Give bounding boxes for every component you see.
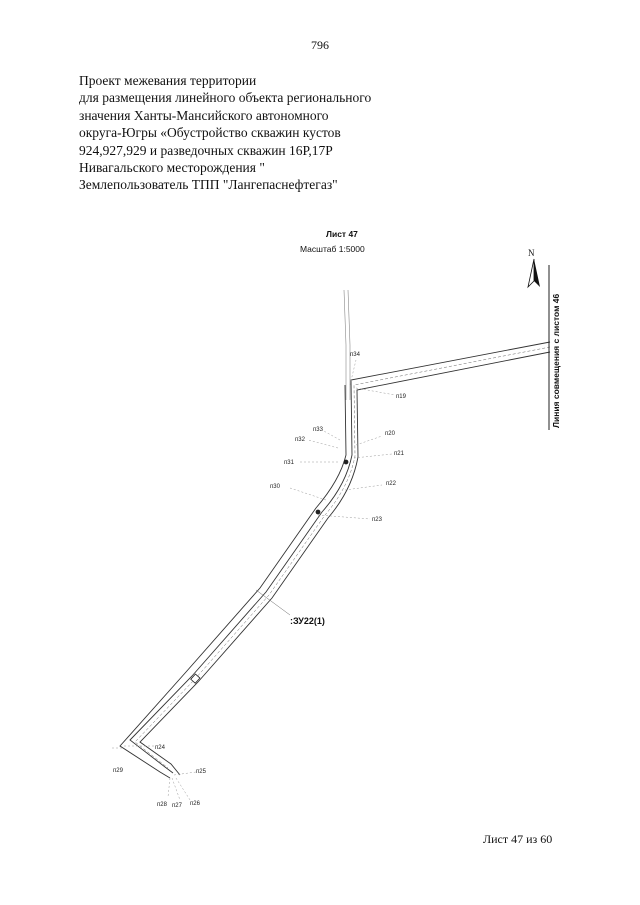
point-label: п27 [172,803,183,809]
point-label: п25 [196,769,207,775]
sheet-label: Лист 47 [326,229,358,239]
point-label: п21 [394,451,405,457]
leader-lines [112,359,396,801]
point-label: п33 [313,427,324,433]
matchline: Линия совмещения с листом 46 [548,265,561,430]
sheet-footer: Лист 47 из 60 [483,832,553,846]
corridor-centerline [134,346,551,769]
point-label: п24 [155,745,166,751]
title-line: для размещения линейного объекта региона… [79,90,372,106]
point-label: п19 [396,394,407,400]
page-number: 796 [311,38,329,52]
scale-label: Масштаб 1:5000 [300,244,365,254]
point-label: п29 [113,768,124,774]
point-label: п20 [385,431,396,437]
title-line: Нивагальского месторождения " [79,160,265,176]
title-line: значения Ханты-Мансийского автономного [79,107,329,123]
title-line: округа-Югры «Обустройство скважин кустов [79,125,341,141]
matchline-label: Линия совмещения с листом 46 [551,294,561,428]
point-label: п28 [157,802,168,808]
point-label: п31 [284,460,295,466]
parcel-leader-line [255,589,291,616]
point-label: п34 [350,352,361,358]
title-line: Проект межевания территории [79,73,257,88]
title-line: 924,927,929 и разведочных скважин 16Р,17… [79,142,333,158]
north-arrow-icon: N [527,248,540,289]
point-label: п22 [386,481,397,487]
crossing-marks [190,459,349,684]
document-title: Проект межевания территории для размещен… [79,72,439,194]
corridor-outline [119,341,551,779]
point-label: п26 [190,801,201,807]
title-line: Землепользователь ТПП "Лангепаснефтегаз" [79,177,338,193]
point-label: п32 [295,437,306,443]
north-label: N [528,248,535,258]
point-label: п23 [372,517,383,523]
parcel-label: :ЗУ22(1) [290,616,325,626]
point-label: п30 [270,484,281,490]
existing-boundary-lines [343,289,351,400]
